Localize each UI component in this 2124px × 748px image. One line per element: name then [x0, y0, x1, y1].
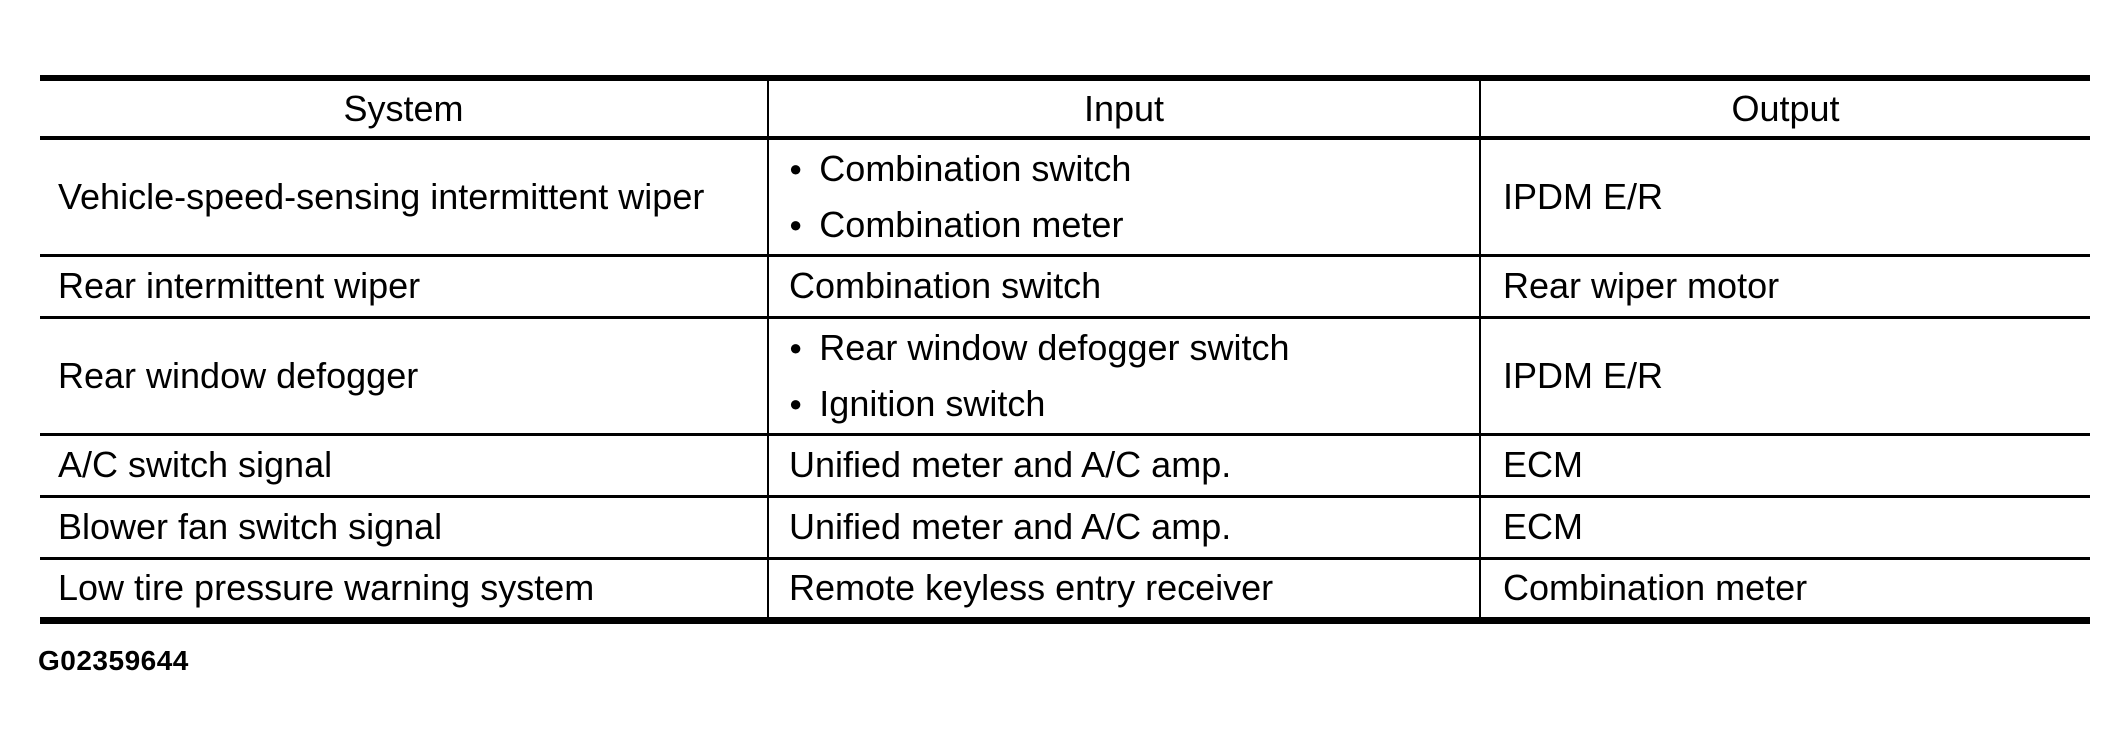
- column-header-system: System: [40, 78, 769, 140]
- input-line: Unified meter and A/C amp.: [789, 447, 1479, 483]
- output-cell: IPDM E/R: [1503, 175, 1664, 217]
- input-line: Unified meter and A/C amp.: [789, 509, 1479, 545]
- system-cell: Blower fan switch signal: [40, 494, 769, 558]
- input-line: ● Rear window defogger switch: [789, 326, 1479, 368]
- output-cell: ECM: [1480, 432, 2090, 496]
- output-cell: Combination meter: [1480, 556, 2090, 620]
- bullet-icon: ●: [789, 390, 803, 416]
- table-row: Rear window defogger ● Rear window defogg…: [40, 315, 2090, 434]
- system-cell: A/C switch signal: [40, 432, 769, 496]
- input-text: Ignition switch: [819, 382, 1046, 424]
- input-line: Remote keyless entry receiver: [789, 570, 1479, 606]
- input-cell: Combination switch: [768, 253, 1481, 317]
- input-text: Combination meter: [819, 203, 1124, 245]
- table-row: Vehicle-speed-sensing intermittent wiper…: [40, 138, 2090, 255]
- input-cell: ● Combination switch ● Combination meter: [768, 138, 1481, 255]
- input-cell: Unified meter and A/C amp.: [768, 494, 1481, 558]
- input-cell: ● Rear window defogger switch ● Ignition sw…: [768, 315, 1481, 434]
- table-row: Blower fan switch signal Unified meter a…: [40, 494, 2090, 558]
- bullet-icon: ●: [789, 334, 803, 360]
- input-line: ● Ignition switch: [789, 382, 1479, 424]
- table-row: A/C switch signal Unified meter and A/C …: [40, 432, 2090, 496]
- column-header-output: Output: [1480, 78, 2090, 140]
- figure-id: G02359644: [38, 645, 189, 676]
- input-cell: Unified meter and A/C amp.: [768, 432, 1481, 496]
- output-cell: IPDM E/R: [1480, 315, 2090, 434]
- system-io-table: System Input Output Vehicle-speed-sensin…: [40, 75, 2090, 624]
- output-cell: Rear wiper motor: [1480, 253, 2090, 317]
- system-cell: Low tire pressure warning system: [40, 556, 769, 620]
- input-text: Rear window defogger switch: [819, 326, 1290, 368]
- bullet-icon: ●: [789, 155, 803, 181]
- system-cell: Rear window defogger: [40, 315, 769, 434]
- table-header-row: System Input Output: [40, 78, 2090, 140]
- system-cell: Vehicle-speed-sensing intermittent wiper: [40, 138, 769, 255]
- table-row: Low tire pressure warning system Remote …: [40, 556, 2090, 620]
- system-cell: Rear intermittent wiper: [40, 253, 769, 317]
- input-line: Combination switch: [789, 268, 1479, 304]
- output-cell: ECM: [1480, 494, 2090, 558]
- input-text: Unified meter and A/C amp.: [789, 444, 1232, 485]
- input-text: Combination switch: [819, 147, 1132, 189]
- bullet-icon: ●: [789, 211, 803, 237]
- table-body: Vehicle-speed-sensing intermittent wiper…: [40, 138, 2090, 620]
- input-text: Combination switch: [789, 265, 1102, 306]
- input-text: Unified meter and A/C amp.: [789, 506, 1232, 547]
- input-line: ● Combination switch: [789, 147, 1479, 189]
- table-row: Rear intermittent wiper Combination swit…: [40, 253, 2090, 317]
- input-cell: Remote keyless entry receiver: [768, 556, 1481, 620]
- column-header-input: Input: [768, 78, 1481, 140]
- input-line: ● Combination meter: [789, 203, 1479, 245]
- input-text: Remote keyless entry receiver: [789, 567, 1274, 608]
